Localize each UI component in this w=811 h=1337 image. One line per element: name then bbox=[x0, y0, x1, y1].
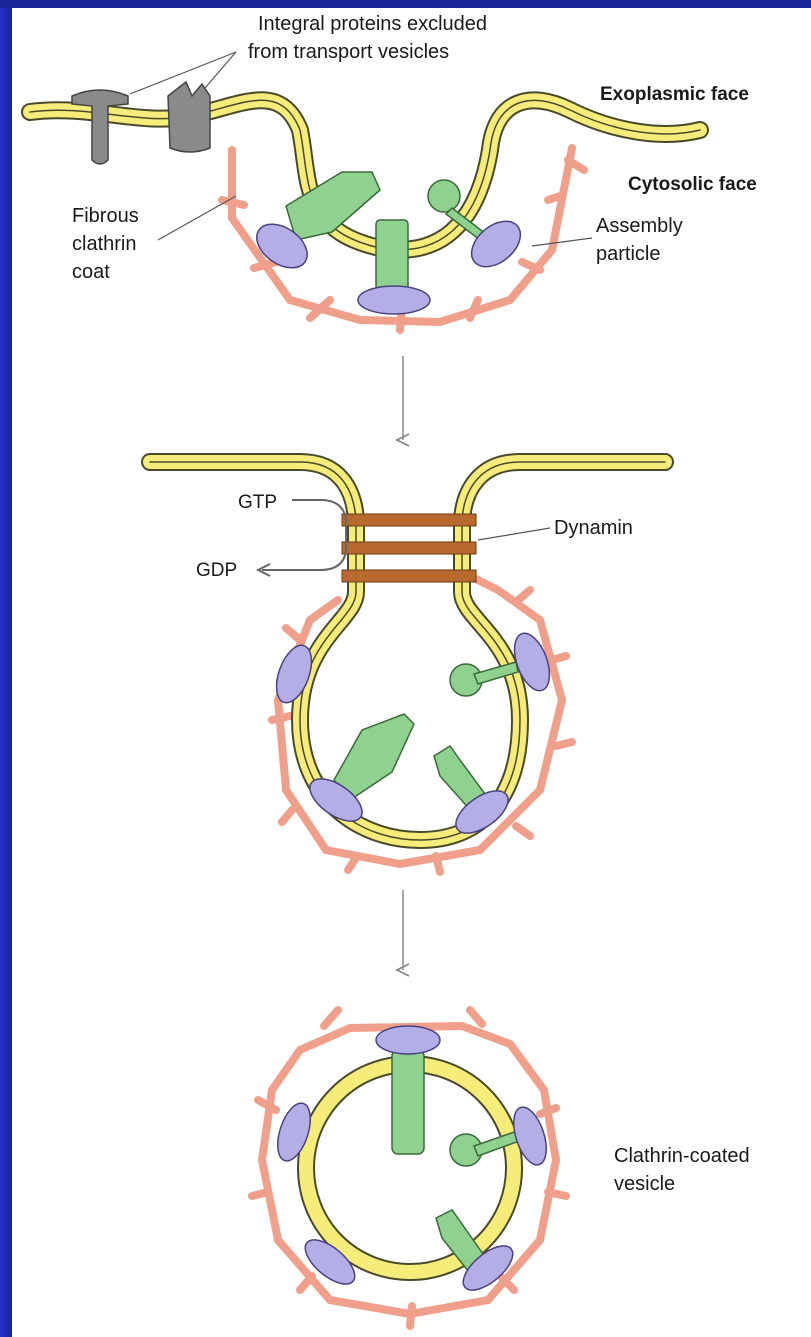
label-assembly-line2: particle bbox=[596, 243, 660, 265]
label-gdp: GDP bbox=[196, 560, 237, 581]
label-exoplasmic-face: Exoplasmic face bbox=[600, 84, 749, 105]
stage-coated-vesicle bbox=[252, 1010, 566, 1326]
label-cytosolic-face: Cytosolic face bbox=[628, 174, 757, 195]
label-vesicle-line2: vesicle bbox=[614, 1173, 675, 1195]
excluded-protein-t bbox=[72, 90, 128, 164]
dynamin-rings bbox=[342, 514, 476, 582]
label-dynamin: Dynamin bbox=[554, 517, 633, 539]
label-excluded-line2: from transport vesicles bbox=[248, 41, 449, 63]
leader-line-dynamin bbox=[478, 528, 550, 540]
label-assembly-line1: Assembly bbox=[596, 215, 683, 237]
labels: Integral proteins excluded from transpor… bbox=[72, 13, 757, 1195]
label-gtp: GTP bbox=[238, 492, 277, 513]
label-fibrous-line1: Fibrous bbox=[72, 205, 139, 227]
label-fibrous-line3: coat bbox=[72, 261, 110, 283]
label-excluded-line1: Integral proteins excluded bbox=[258, 13, 487, 35]
label-vesicle-line1: Clathrin-coated bbox=[614, 1145, 750, 1167]
cargo-protein-bud bbox=[334, 662, 518, 812]
excluded-protein-block bbox=[168, 82, 210, 152]
label-fibrous-line2: clathrin bbox=[72, 233, 136, 255]
